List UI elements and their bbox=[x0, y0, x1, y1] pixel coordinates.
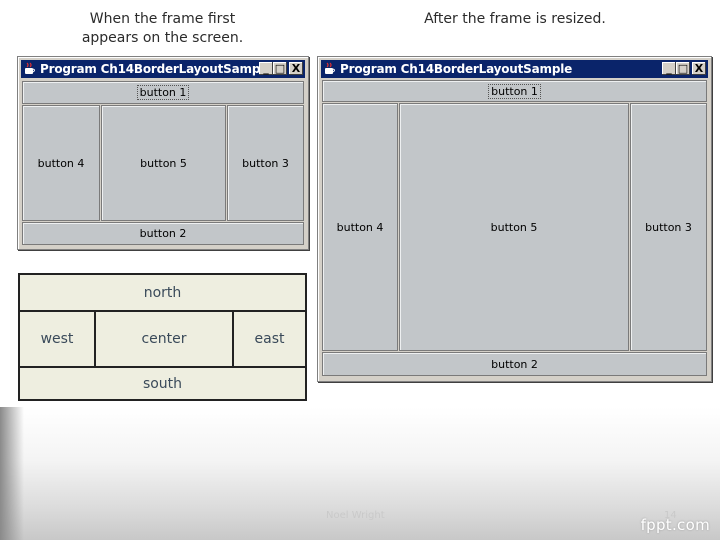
region-north: north bbox=[20, 275, 305, 312]
slide-footer bbox=[0, 407, 720, 540]
button-east-label: button 3 bbox=[242, 156, 289, 170]
caption-initial-frame: When the frame first appears on the scre… bbox=[70, 10, 255, 48]
button-north[interactable]: button 1 bbox=[322, 80, 707, 102]
minimize-button[interactable]: _ bbox=[662, 62, 676, 75]
button-west-label: button 4 bbox=[336, 220, 384, 234]
footer-page-number: 14 bbox=[664, 510, 677, 521]
button-west-label: button 4 bbox=[37, 156, 85, 170]
button-south-label: button 2 bbox=[491, 357, 538, 371]
maximize-button[interactable]: □ bbox=[676, 62, 690, 75]
region-south: south bbox=[20, 366, 305, 399]
minimize-button[interactable]: _ bbox=[259, 62, 273, 75]
window-controls: _ □ X bbox=[259, 62, 303, 75]
title-bar[interactable]: Program Ch14BorderLayoutSample _ □ X bbox=[21, 60, 305, 78]
window-controls: _ □ X bbox=[662, 62, 706, 75]
close-button[interactable]: X bbox=[289, 62, 303, 75]
button-west[interactable]: button 4 bbox=[322, 103, 398, 351]
window-title: Program Ch14BorderLayoutSample bbox=[340, 62, 573, 76]
java-cup-icon bbox=[323, 62, 337, 76]
button-east[interactable]: button 3 bbox=[227, 105, 304, 221]
button-east[interactable]: button 3 bbox=[630, 103, 707, 351]
button-center[interactable]: button 5 bbox=[101, 105, 226, 221]
region-west: west bbox=[20, 312, 96, 366]
button-east-label: button 3 bbox=[645, 220, 692, 234]
border-layout-diagram: north west center east south bbox=[18, 273, 307, 401]
window-initial: Program Ch14BorderLayoutSample _ □ X but… bbox=[17, 56, 309, 250]
region-center: center bbox=[141, 331, 187, 347]
button-north-label: button 1 bbox=[136, 85, 190, 100]
title-bar[interactable]: Program Ch14BorderLayoutSample _ □ X bbox=[321, 60, 708, 78]
button-south[interactable]: button 2 bbox=[22, 222, 304, 245]
caption-initial-line-1: When the frame first bbox=[89, 11, 236, 27]
window-title: Program Ch14BorderLayoutSample bbox=[40, 62, 273, 76]
button-south[interactable]: button 2 bbox=[322, 352, 707, 376]
caption-resized-frame: After the frame is resized. bbox=[424, 11, 606, 27]
button-center-label: button 5 bbox=[490, 220, 538, 234]
close-button[interactable]: X bbox=[692, 62, 706, 75]
brand-logo: fppt.com bbox=[640, 516, 710, 534]
footer-author: Noel Wright bbox=[326, 510, 385, 521]
region-east: east bbox=[232, 312, 305, 366]
button-south-label: button 2 bbox=[139, 227, 187, 240]
window-resized: Program Ch14BorderLayoutSample _ □ X but… bbox=[317, 56, 712, 382]
footer-shadow bbox=[0, 407, 24, 540]
maximize-button[interactable]: □ bbox=[273, 62, 287, 75]
button-center-label: button 5 bbox=[140, 156, 187, 170]
button-center[interactable]: button 5 bbox=[399, 103, 629, 351]
button-west[interactable]: button 4 bbox=[22, 105, 100, 221]
java-cup-icon bbox=[23, 62, 37, 76]
button-north[interactable]: button 1 bbox=[22, 81, 304, 104]
button-north-label: button 1 bbox=[488, 83, 541, 99]
caption-initial-line-2: appears on the screen. bbox=[81, 30, 244, 46]
